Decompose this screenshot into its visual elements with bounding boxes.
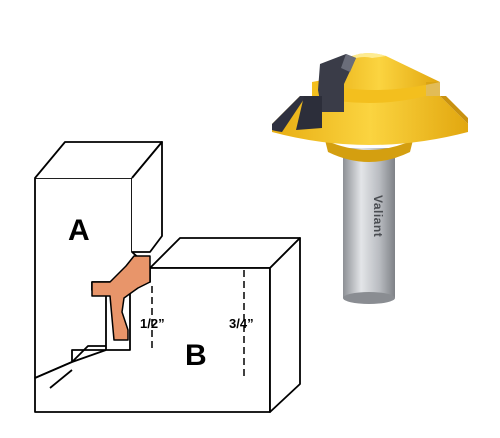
dim-three-quarter-label: 3/4” <box>229 316 254 331</box>
piece-a <box>34 141 163 379</box>
router-bit-collar <box>325 140 413 162</box>
piece-a-label: A <box>68 214 90 247</box>
router-bit: Valiant <box>272 53 468 304</box>
dim-half-label: 1/2” <box>140 316 165 331</box>
joint-diagram <box>34 141 301 413</box>
piece-b-label: B <box>185 339 207 372</box>
joint-profile <box>91 255 151 341</box>
router-bit-shank: Valiant <box>343 148 395 304</box>
shank-brand-text: Valiant <box>371 195 385 237</box>
dimension-lines <box>151 270 245 378</box>
piece-b <box>34 237 301 413</box>
